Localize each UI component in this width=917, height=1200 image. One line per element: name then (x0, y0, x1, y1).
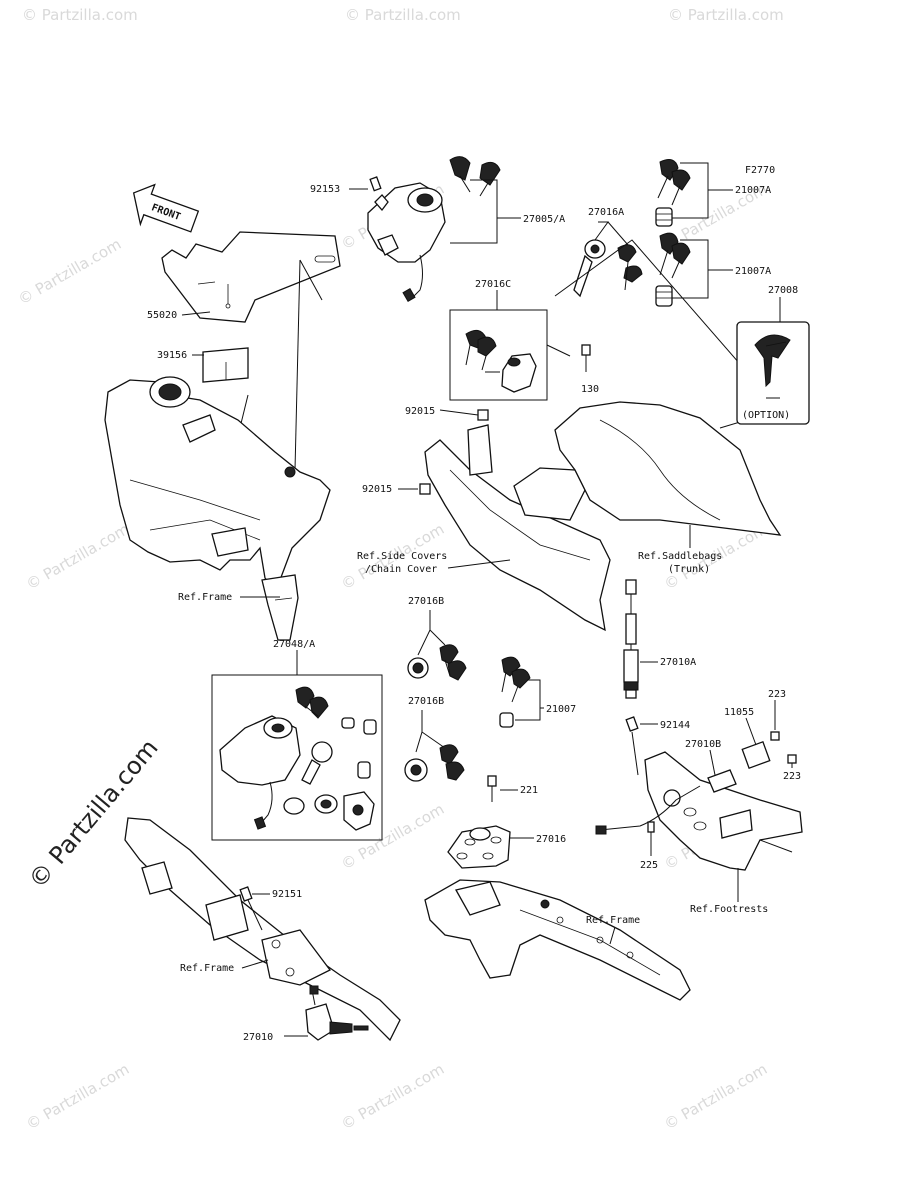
watermark: © Partzilla.com (22, 6, 138, 24)
footrest-bracket-icon (595, 741, 803, 871)
label-27048A: 27048/A (273, 639, 315, 650)
lock-27016a-icon (573, 239, 643, 298)
label-92153: 92153 (310, 184, 340, 195)
ignition-switch-27005-icon (367, 156, 501, 303)
label-27016A: 27016A (588, 207, 624, 218)
label-21007: 21007 (546, 704, 576, 715)
bolt-92151-icon (239, 886, 253, 902)
label-92151: 92151 (272, 889, 302, 900)
side-cover-icon (424, 424, 611, 632)
watermark: © Partzilla.com (23, 1060, 132, 1133)
label-27010A: 27010A (660, 657, 696, 668)
label-92015-2: 92015 (362, 484, 392, 495)
watermark: © Partzilla.com (15, 235, 124, 308)
bottom-frame-icon (124, 817, 401, 1042)
watermark: © Partzilla.com (23, 520, 132, 593)
label-ref-frame-1: Ref.Frame (178, 592, 232, 603)
label-27016C: 27016C (475, 279, 511, 290)
label-chain-cover: /Chain Cover (365, 564, 437, 575)
keys-21007-icon (499, 656, 531, 728)
watermark: © Partzilla.com (345, 6, 461, 24)
option-label: (OPTION) (742, 410, 790, 421)
label-225: 225 (640, 860, 658, 871)
label-27016B-2: 27016B (408, 696, 444, 707)
label-21007A-1: 21007A (735, 185, 771, 196)
watermark: © Partzilla.com (668, 6, 784, 24)
lock-27016b-bottom-icon (404, 744, 465, 782)
label-27016B-1: 27016B (408, 596, 444, 607)
watermark: © Partzilla.com (338, 1060, 447, 1133)
option-card-27008: (OPTION) (736, 321, 810, 425)
label-223-1: 223 (768, 689, 786, 700)
label-ref-footrests: Ref.Footrests (690, 904, 768, 915)
ignition-set-27048a-icon (219, 686, 377, 831)
keys-21007a-top-icon (655, 159, 691, 227)
label-27005A: 27005/A (523, 214, 565, 225)
sensor-27010a-icon (623, 579, 639, 776)
lock-27016c-icon (465, 329, 537, 393)
switch-27010-icon (305, 985, 369, 1041)
label-trunk: (Trunk) (668, 564, 710, 575)
bracket-27016-icon (447, 825, 511, 869)
label-ref-frame-3: Ref.Frame (180, 963, 234, 974)
label-39156: 39156 (157, 350, 187, 361)
label-92015-1: 92015 (405, 406, 435, 417)
bolt-221-icon (487, 775, 497, 787)
sheet-39156-icon (202, 347, 249, 383)
label-ref-side-covers: Ref.Side Covers (357, 551, 447, 562)
rear-frame-icon (424, 879, 691, 1001)
bolt-130-icon (581, 344, 591, 356)
label-21007A-2: 21007A (735, 266, 771, 277)
box-27048a (211, 674, 383, 841)
keys-21007a-bottom-icon (655, 232, 691, 307)
label-11055: 11055 (724, 707, 754, 718)
label-27008: 27008 (768, 285, 798, 296)
label-221: 221 (520, 785, 538, 796)
label-ref-saddlebags: Ref.Saddlebags (638, 551, 722, 562)
label-92144: 92144 (660, 720, 690, 731)
label-223-2: 223 (783, 771, 801, 782)
label-27010B: 27010B (685, 739, 721, 750)
clip-92015-icon (419, 483, 431, 495)
label-ref-frame-2: Ref.Frame (586, 915, 640, 926)
frame-headstock-icon (104, 376, 331, 641)
label-55020: 55020 (147, 310, 177, 321)
lock-27016b-top-icon (407, 644, 467, 681)
clip-92015-icon (477, 409, 489, 421)
label-27016: 27016 (536, 834, 566, 845)
label-130: 130 (581, 384, 599, 395)
front-arrow-icon: FRONT (132, 183, 200, 233)
box-27016c (449, 309, 548, 401)
pad-55020-icon (161, 231, 341, 323)
saddlebag-icon (554, 401, 782, 536)
diagram-code: F2770 (745, 165, 775, 176)
watermark: © Partzilla.com (661, 1060, 770, 1133)
label-27010: 27010 (243, 1032, 273, 1043)
